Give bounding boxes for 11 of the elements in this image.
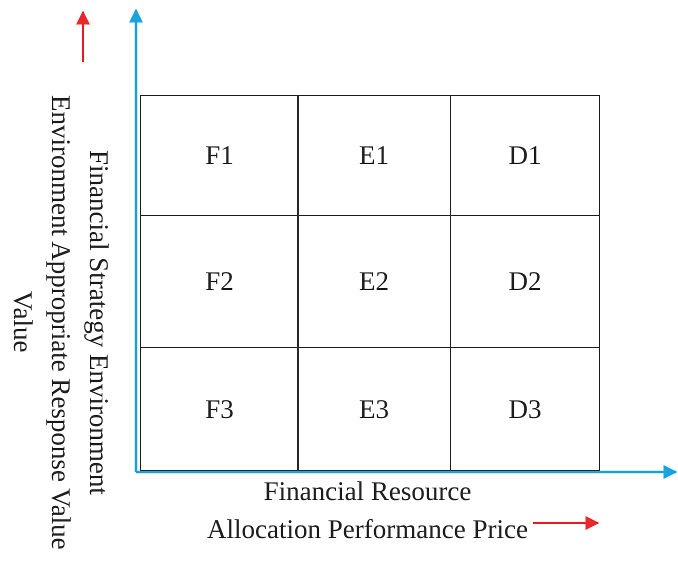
- grid-cell-label: F3: [205, 394, 234, 424]
- grid-cell-label: D2: [508, 266, 542, 297]
- grid-cell-label: E2: [359, 266, 389, 297]
- grid-cell-label: F1: [205, 140, 234, 171]
- grid-cell-label: E3: [359, 394, 389, 424]
- grid-cell-label: D1: [508, 140, 542, 171]
- grid-cell-label: D3: [508, 394, 542, 424]
- grid-cell-label: F2: [205, 266, 234, 297]
- grid-cell-label: E1: [359, 140, 389, 171]
- axis-title: Financial Resource Allocation Performance Price: [206, 475, 529, 546]
- axis-title: Financial Strategy Environment Environment Appropriate Response Value Value: [7, 94, 115, 552]
